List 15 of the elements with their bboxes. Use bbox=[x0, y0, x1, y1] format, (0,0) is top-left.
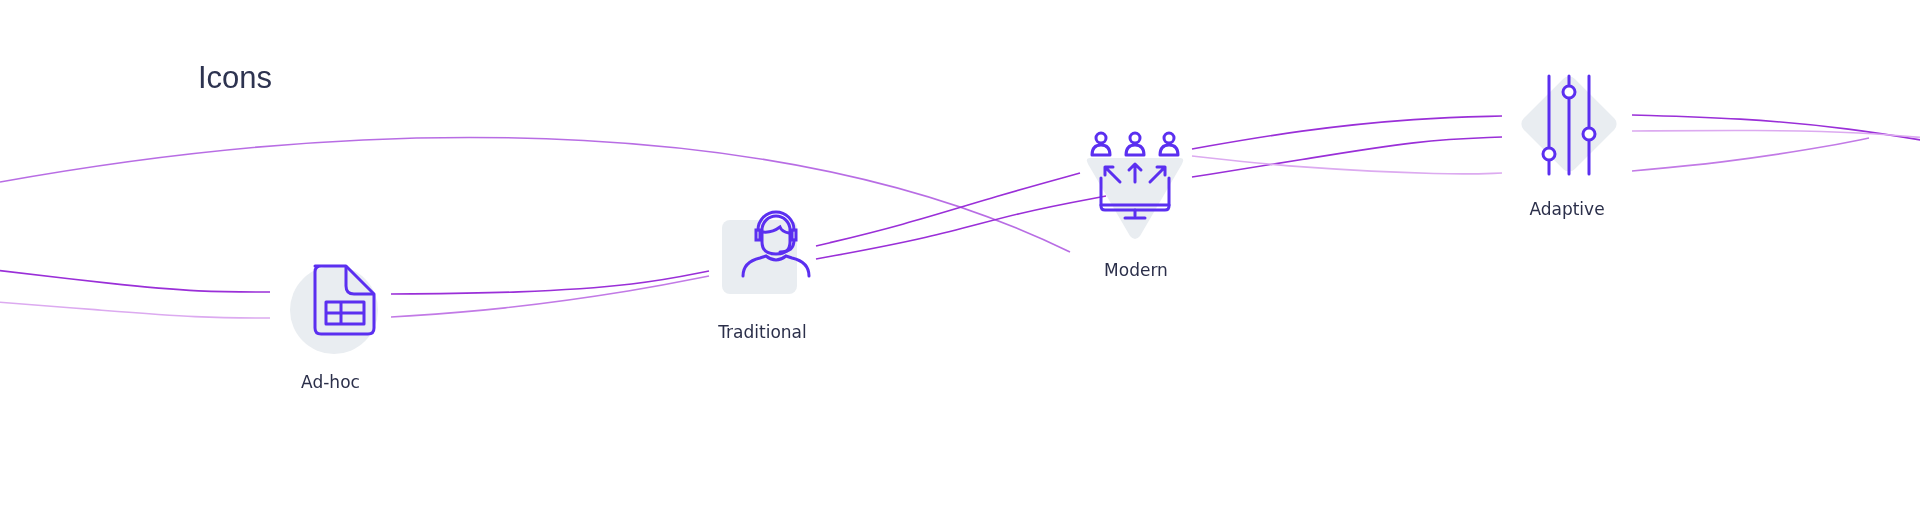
connector-line bbox=[815, 195, 1107, 260]
connector-line bbox=[390, 275, 710, 318]
connector-line bbox=[1631, 137, 1870, 172]
connector-line bbox=[390, 270, 710, 295]
connector-line bbox=[1191, 155, 1503, 175]
connector-line bbox=[1631, 129, 1920, 141]
node-label: Adaptive bbox=[1529, 199, 1605, 219]
node-label: Modern bbox=[1104, 260, 1168, 280]
connector-line bbox=[1191, 136, 1503, 178]
connector-line bbox=[0, 299, 271, 319]
title: Icons bbox=[198, 60, 273, 96]
connector-line bbox=[1191, 115, 1503, 150]
node-label: Traditional bbox=[718, 322, 807, 342]
node-label: Ad-hoc bbox=[301, 372, 360, 392]
connector-line bbox=[815, 172, 1081, 247]
